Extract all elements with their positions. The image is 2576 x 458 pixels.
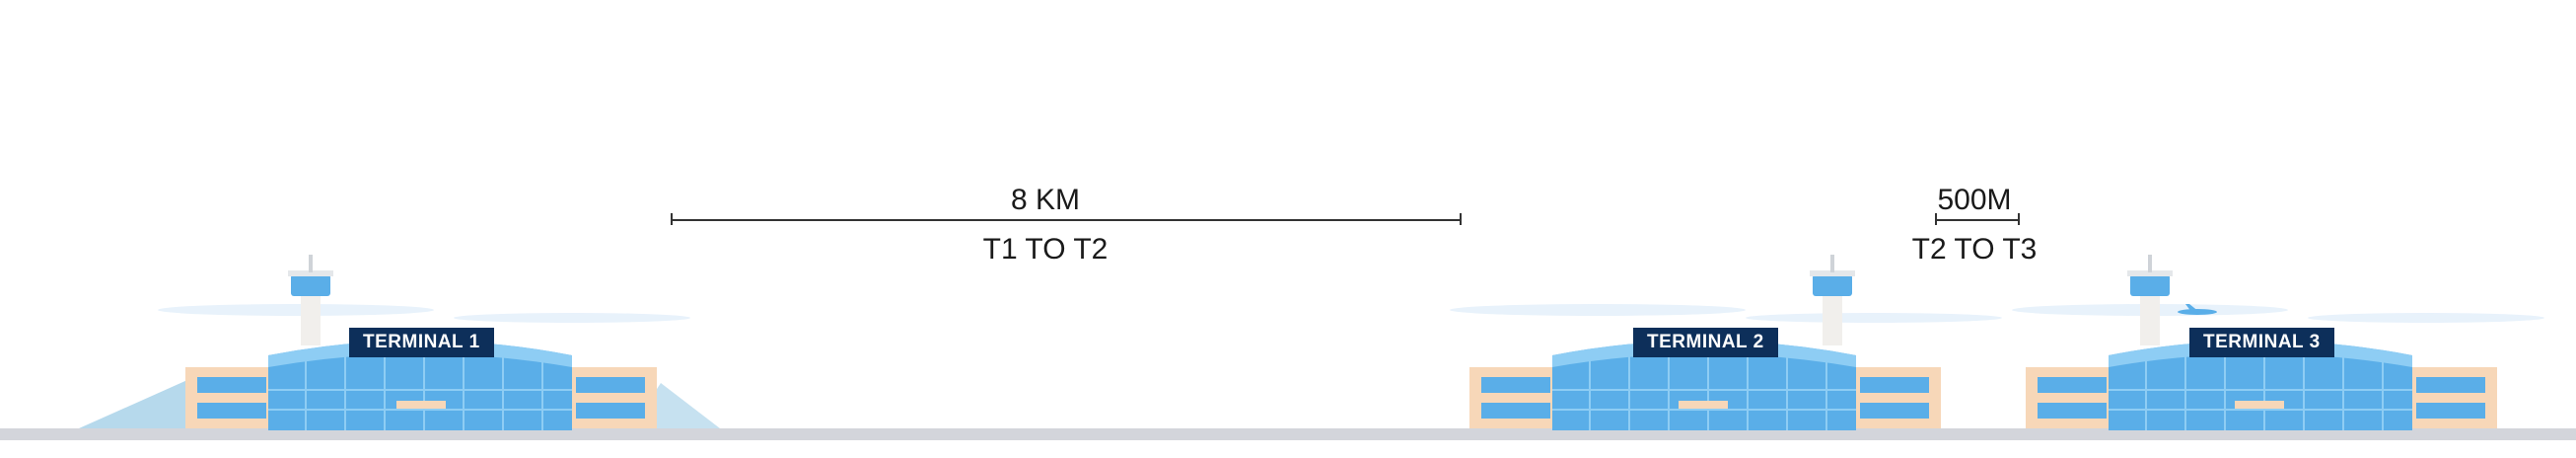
distance-scale-cap-right xyxy=(2018,213,2020,225)
distance-value-label: 8 KM xyxy=(1010,184,1081,216)
control-tower-cab xyxy=(1813,274,1852,296)
cloud xyxy=(1450,304,1746,316)
terminal-3-building xyxy=(2012,255,2544,430)
control-tower-mast xyxy=(2140,294,2160,345)
right-wing xyxy=(2412,367,2497,428)
control-tower-cab xyxy=(2130,274,2170,296)
terminal-3-label: TERMINAL 3 xyxy=(2189,328,2334,357)
left-wing xyxy=(1469,367,1558,428)
distance-scale-line xyxy=(671,219,1462,221)
distance-scale-line xyxy=(1935,219,2020,221)
terminal-2-label: TERMINAL 2 xyxy=(1633,328,1778,357)
cloud xyxy=(158,304,434,316)
right-wing xyxy=(572,367,657,428)
route-label: T2 TO T3 xyxy=(1911,233,2038,266)
distance-scale-cap-right xyxy=(1460,213,1462,225)
cloud xyxy=(454,313,690,323)
distance-scale-cap-left xyxy=(1935,213,1937,225)
right-wing xyxy=(1856,367,1941,428)
entrance xyxy=(1679,401,1728,409)
terminal-2-building xyxy=(1450,255,2002,430)
airplane-icon xyxy=(2178,304,2217,315)
control-tower-cab xyxy=(291,274,330,296)
control-tower-mast xyxy=(1823,294,1842,345)
distance-value-label: 500M xyxy=(1937,184,2012,216)
control-tower-mast xyxy=(301,294,321,345)
entrance xyxy=(2235,401,2284,409)
route-label: T1 TO T2 xyxy=(982,233,1109,266)
terminal-1-label: TERMINAL 1 xyxy=(349,328,494,357)
left-wing xyxy=(185,367,274,428)
ground-strip xyxy=(0,428,2576,440)
entrance xyxy=(396,401,446,409)
terminal-1-building xyxy=(79,255,720,430)
distance-scale-cap-left xyxy=(671,213,673,225)
cloud xyxy=(2308,313,2544,323)
cloud xyxy=(1746,313,2002,323)
left-wing xyxy=(2026,367,2114,428)
